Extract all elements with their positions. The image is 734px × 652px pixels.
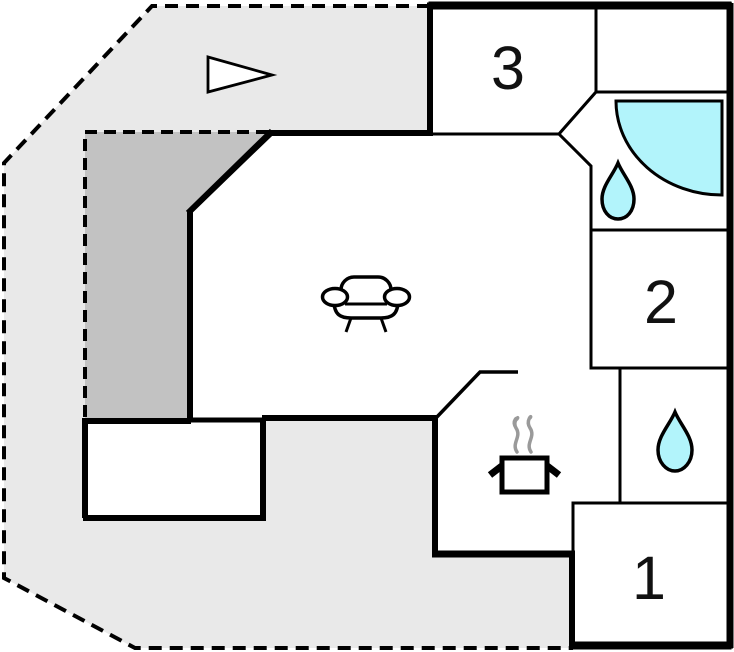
annex-walls <box>82 418 266 521</box>
plot-area <box>4 6 573 648</box>
plot-boundary-dashed <box>1 4 573 650</box>
terrace <box>85 132 271 421</box>
room-3-label: 3 <box>491 34 525 102</box>
sofa-icon <box>320 275 412 333</box>
water-drop-icon <box>656 407 694 473</box>
north-arrow-icon <box>206 55 278 94</box>
annex-room <box>83 419 265 520</box>
kitchen-partition-wall <box>433 370 518 421</box>
exterior-wall-diagonal <box>185 128 275 216</box>
steam-icon <box>512 415 520 454</box>
steam-icon <box>526 415 534 454</box>
terrace-boundary-dashed <box>83 130 268 421</box>
water-drop-icon <box>600 158 636 221</box>
room-1-label: 1 <box>632 544 666 612</box>
hall-room <box>594 1 732 94</box>
cooking-pot-icon <box>487 415 562 495</box>
room-2-label: 2 <box>644 268 678 336</box>
shower-icon <box>614 99 724 197</box>
